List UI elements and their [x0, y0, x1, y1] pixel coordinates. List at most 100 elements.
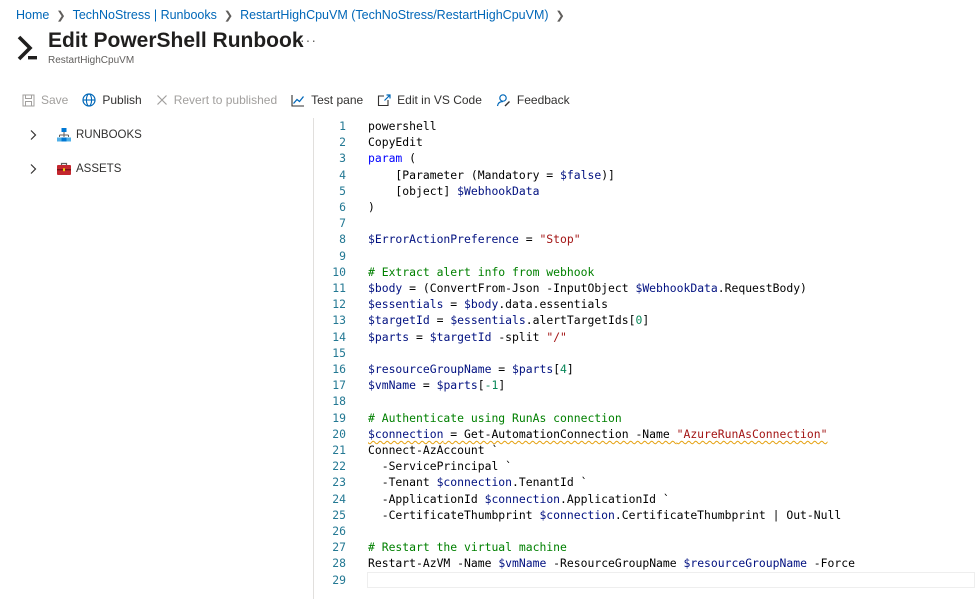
code-line[interactable]: 23 -Tenant $connection.TenantId ` [315, 474, 975, 490]
line-number: 8 [339, 232, 346, 247]
tree-item-assets[interactable]: ASSETS [26, 161, 121, 177]
command-bar: Save Publish Revert to published Test pa… [22, 89, 584, 111]
test-pane-button[interactable]: Test pane [291, 93, 363, 107]
line-number: 27 [332, 540, 346, 555]
code-token: .ApplicationId ` [560, 491, 670, 506]
code-line[interactable]: 22 -ServicePrincipal ` [315, 458, 975, 474]
code-token: = [409, 329, 430, 344]
globe-icon [82, 93, 96, 107]
line-number: 11 [332, 281, 346, 295]
breadcrumb-home-link[interactable]: Home [16, 8, 50, 22]
line-number: 3 [339, 151, 346, 166]
code-token: = (ConvertFrom-Json -InputObject [402, 281, 636, 295]
code-token: = [491, 362, 513, 376]
code-line[interactable]: 17$vmName = $parts[-1] [315, 377, 975, 393]
code-line[interactable]: 25 -CertificateThumbprint $connection.Ce… [315, 507, 975, 523]
code-text: -Tenant $connection.TenantId ` [368, 474, 588, 490]
code-line[interactable]: 28 Restart-AzVM -Name $vmName -ResourceGr… [315, 555, 975, 571]
code-line[interactable]: 27 # Restart the virtual machine [315, 539, 975, 555]
code-line[interactable]: 9 [315, 248, 975, 264]
code-token: -split [491, 329, 547, 344]
code-token: [ [553, 362, 561, 376]
code-token: [ [477, 378, 485, 393]
code-line[interactable]: 14$parts = $targetId -split "/" [315, 329, 975, 345]
code-token: -Tenant [368, 475, 437, 490]
code-text: # Authenticate using RunAs connection [368, 410, 622, 426]
line-chart-icon [291, 94, 305, 107]
code-token: ( [402, 151, 417, 166]
code-line[interactable]: 16$resourceGroupName = $parts[4] [315, 361, 975, 377]
code-text: CopyEdit [368, 134, 423, 150]
code-token: $body [464, 297, 499, 312]
code-text: Restart-AzVM -Name $vmName -ResourceGrou… [368, 555, 855, 571]
code-text: $ErrorActionPreference = "Stop" [368, 231, 581, 247]
code-token: [object] [368, 183, 458, 198]
code-token: 4 [560, 362, 567, 376]
code-line[interactable]: 4 [Parameter (Mandatory = $false)] [315, 167, 975, 183]
line-number: 23 [332, 475, 346, 490]
code-token: ) [368, 200, 375, 214]
more-options-button[interactable]: ··· [300, 32, 317, 48]
code-token: = Get-AutomationConnection -Name [443, 426, 677, 441]
code-token: $ErrorActionPreference [368, 232, 519, 247]
code-line[interactable]: 13$targetId = $essentials.alertTargetIds… [315, 312, 975, 328]
code-token: $WebhookData [635, 281, 718, 295]
code-token: $parts [436, 378, 478, 393]
line-number: 6 [339, 200, 346, 214]
chevron-right-icon[interactable] [26, 162, 40, 176]
code-line[interactable]: 19# Authenticate using RunAs connection [315, 410, 975, 426]
breadcrumb: Home ❯ TechNoStress | Runbooks ❯ Restart… [16, 6, 572, 24]
code-token: .data.essentials [498, 297, 609, 312]
revert-to-published-button[interactable]: Revert to published [156, 93, 277, 107]
code-line[interactable]: 12$essentials = $body.data.essentials [315, 296, 975, 312]
tree-item-runbooks[interactable]: RUNBOOKS [26, 127, 142, 143]
code-line[interactable]: 18 [315, 393, 975, 409]
code-token: -ResourceGroupName [546, 556, 684, 571]
code-text: [object] $WebhookData [368, 183, 539, 199]
code-text: $essentials = $body.data.essentials [368, 296, 608, 312]
code-token: $essentials [368, 297, 444, 312]
code-line[interactable]: 29 [315, 571, 975, 588]
code-text: ) [368, 199, 375, 215]
open-external-icon [378, 93, 391, 106]
code-line[interactable]: 11 $body = (ConvertFrom-Json -InputObject… [315, 280, 975, 296]
code-token: powershell [368, 119, 437, 133]
line-number: 24 [332, 491, 346, 506]
code-text: $body = (ConvertFrom-Json -InputObject $… [368, 280, 807, 296]
publish-label: Publish [102, 93, 142, 107]
code-token: "/" [546, 329, 567, 344]
line-number: 14 [332, 329, 346, 344]
code-line[interactable]: 15 [315, 345, 975, 361]
code-token: ] [642, 313, 650, 328]
line-number: 28 [332, 556, 346, 571]
code-text: [Parameter (Mandatory = $false)] [368, 167, 614, 183]
code-line[interactable]: 6) [315, 199, 975, 215]
code-line[interactable]: 7 [315, 215, 975, 231]
code-token: -ServicePrincipal ` [368, 459, 513, 474]
line-number: 20 [332, 426, 346, 441]
edit-in-vscode-button[interactable]: Edit in VS Code [377, 93, 482, 107]
code-line[interactable]: 8 $ErrorActionPreference = "Stop" [315, 231, 975, 247]
code-text: # Extract alert info from webhook [368, 264, 594, 280]
code-line[interactable]: 24 -ApplicationId $connection.Applicatio… [315, 491, 975, 507]
code-line[interactable]: 5 [object] $WebhookData [315, 183, 975, 199]
code-text: $targetId = $essentials.alertTargetIds[0… [368, 312, 649, 328]
code-line[interactable]: 26 [315, 523, 975, 539]
breadcrumb-runbooks-link[interactable]: TechNoStress | Runbooks [72, 8, 217, 22]
code-line[interactable]: 20$connection = Get-AutomationConnection… [315, 426, 975, 442]
publish-button[interactable]: Publish [82, 93, 142, 107]
chevron-right-icon[interactable] [26, 128, 40, 142]
code-text: # Restart the virtual machine [368, 539, 567, 555]
code-token: .alertTargetIds[ [525, 313, 636, 328]
code-token: $resourceGroupName [368, 362, 492, 376]
save-button[interactable]: Save [22, 93, 68, 107]
line-number: 25 [332, 507, 346, 522]
feedback-button[interactable]: Feedback [496, 93, 570, 107]
breadcrumb-runbook-link[interactable]: RestartHighCpuVM (TechNoStress/RestartHi… [240, 8, 549, 22]
code-line[interactable]: 10# Extract alert info from webhook [315, 264, 975, 280]
